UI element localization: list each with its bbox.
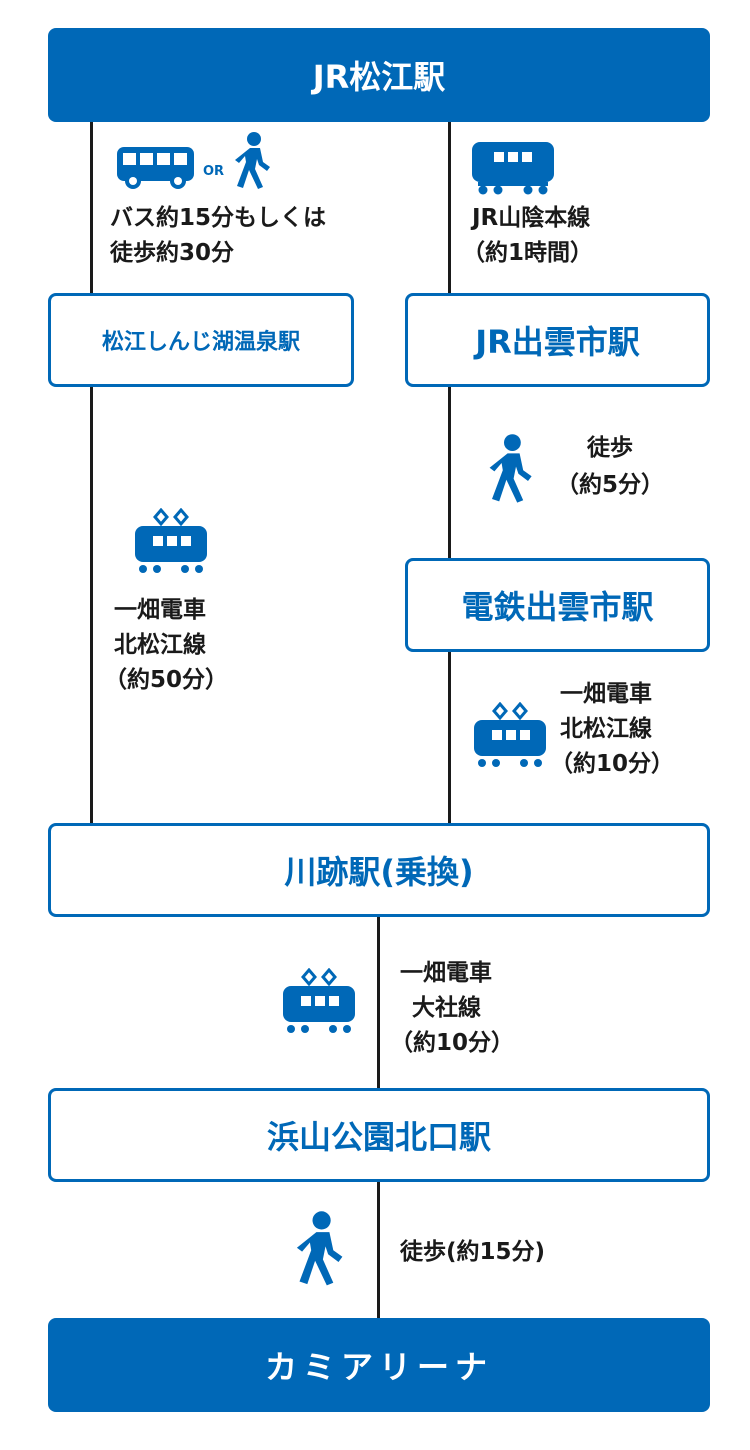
route-walk5-line2: （約5分）	[555, 472, 664, 498]
station-label: 電鉄出雲市駅	[461, 588, 654, 626]
route-walk15-line1: 徒歩(約15分)	[400, 1239, 546, 1265]
electric-train-icon	[133, 508, 209, 576]
route-ichibata-left-line1: 一畑電車	[114, 597, 206, 623]
route-taisha-line3: （約10分）	[390, 1030, 515, 1056]
electric-train-icon	[472, 702, 548, 770]
route-bus-walk-line1: バス約15分もしくは	[110, 205, 327, 231]
electric-train-icon	[281, 968, 357, 1036]
route-ichibata-left-line2: 北松江線	[114, 632, 206, 658]
route-line-left-lower	[90, 385, 93, 825]
station-label: カミアリーナ	[264, 1348, 493, 1386]
or-label: OR	[203, 164, 225, 179]
station-label: JR出雲市駅	[475, 323, 640, 361]
route-line-right-lower	[448, 650, 451, 825]
station-hamayama: 浜山公園北口駅	[48, 1088, 710, 1182]
station-jr-izumoshi: JR出雲市駅	[405, 293, 710, 387]
walker-icon	[293, 1210, 345, 1288]
route-ichibata-right-line3: （約10分）	[550, 751, 675, 777]
route-taisha-line2: 大社線	[412, 995, 481, 1021]
walker-icon	[486, 430, 534, 508]
bus-icon	[116, 145, 196, 191]
station-label: 松江しんじ湖温泉駅	[101, 330, 300, 355]
route-jr-line1: JR山陰本線	[472, 205, 591, 231]
station-jr-matsue: JR松江駅	[48, 28, 710, 122]
route-ichibata-right-line1: 一畑電車	[560, 681, 652, 707]
route-ichibata-left-line3: （約50分）	[104, 667, 229, 693]
route-line-right-mid	[448, 385, 451, 560]
station-label: 浜山公園北口駅	[266, 1118, 491, 1156]
station-dentetsu-izumoshi: 電鉄出雲市駅	[405, 558, 710, 652]
train-icon	[470, 140, 556, 196]
station-label: 川跡駅(乗換)	[284, 853, 474, 891]
station-label: JR松江駅	[312, 58, 446, 96]
walker-icon	[232, 132, 272, 190]
route-line-center-2	[377, 1180, 380, 1320]
route-ichibata-right-line2: 北松江線	[560, 716, 652, 742]
route-taisha-line1: 一畑電車	[400, 960, 492, 986]
station-kawato: 川跡駅(乗換)	[48, 823, 710, 917]
station-arena: カミアリーナ	[48, 1318, 710, 1412]
route-line-right-upper	[448, 120, 451, 295]
station-matsue-shinjiko: 松江しんじ湖温泉駅	[48, 293, 354, 387]
route-walk5-line1: 徒歩	[587, 435, 633, 461]
route-line-left-upper	[90, 120, 93, 295]
route-line-center-1	[377, 915, 380, 1090]
route-bus-walk-line2: 徒歩約30分	[110, 240, 235, 266]
route-jr-line2: （約1時間）	[462, 240, 594, 266]
